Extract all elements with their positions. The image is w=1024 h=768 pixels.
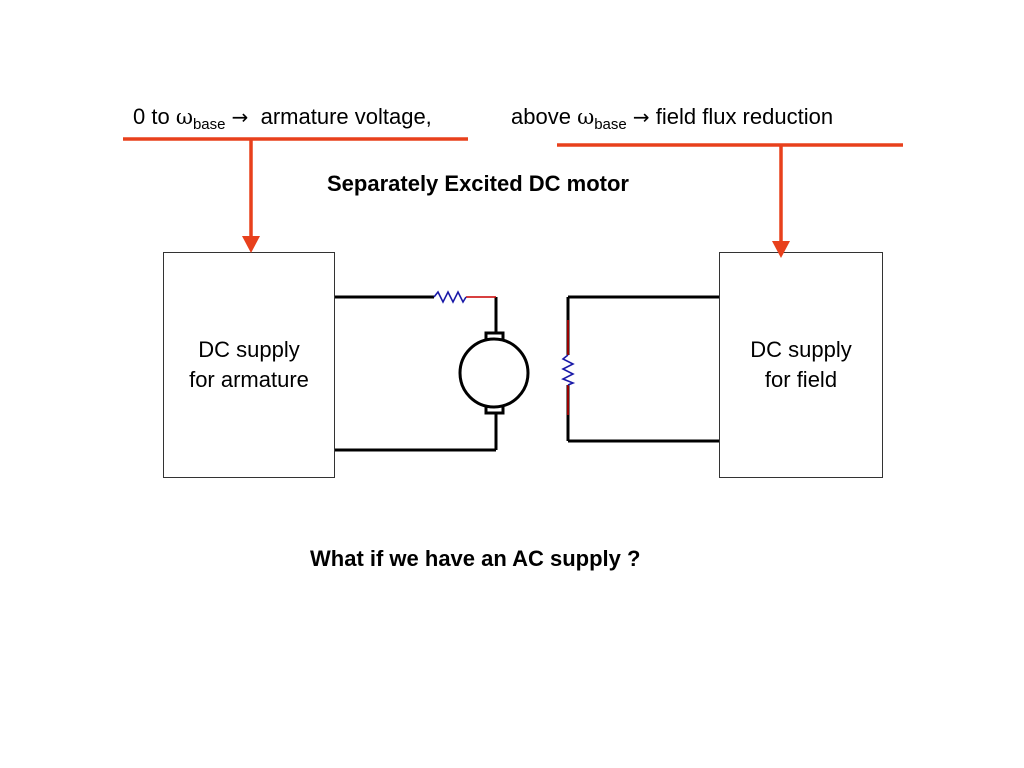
omega-subscript: base bbox=[594, 116, 627, 133]
omega-symbol: ω bbox=[175, 105, 193, 129]
armature-control-label: 0 to ωbase → armature voltage, bbox=[133, 104, 432, 133]
armature-text: armature voltage, bbox=[260, 104, 432, 129]
field-text: field flux reduction bbox=[655, 104, 834, 129]
dc-motor-icon bbox=[458, 331, 530, 415]
field-control-label: above ωbase → field flux reduction bbox=[511, 104, 834, 133]
omega-symbol: ω bbox=[577, 105, 595, 129]
arrow-right-icon: → bbox=[632, 105, 650, 129]
field-supply-box: DC supply for field bbox=[719, 252, 883, 478]
diagram-title: Separately Excited DC motor bbox=[327, 171, 629, 196]
field-box-line2: for field bbox=[764, 367, 838, 392]
arrow-right-icon: → bbox=[231, 105, 249, 129]
armature-prefix: 0 to bbox=[133, 104, 176, 129]
arrow-down-icon bbox=[242, 236, 260, 253]
armature-wires bbox=[335, 295, 498, 452]
resistor-icon bbox=[561, 354, 576, 386]
field-box-line1: DC supply bbox=[750, 337, 852, 362]
field-wires bbox=[566, 295, 719, 443]
armature-range-indicator bbox=[123, 137, 468, 240]
armature-box-line1: DC supply bbox=[198, 337, 300, 362]
resistor-icon bbox=[433, 290, 467, 304]
question-text: What if we have an AC supply ? bbox=[310, 546, 641, 571]
field-range-indicator bbox=[557, 143, 903, 244]
field-prefix: above bbox=[511, 104, 578, 129]
arrow-down-icon bbox=[772, 241, 790, 258]
armature-box-line2: for armature bbox=[189, 367, 309, 392]
omega-subscript: base bbox=[192, 116, 226, 133]
armature-supply-box: DC supply for armature bbox=[163, 252, 335, 478]
